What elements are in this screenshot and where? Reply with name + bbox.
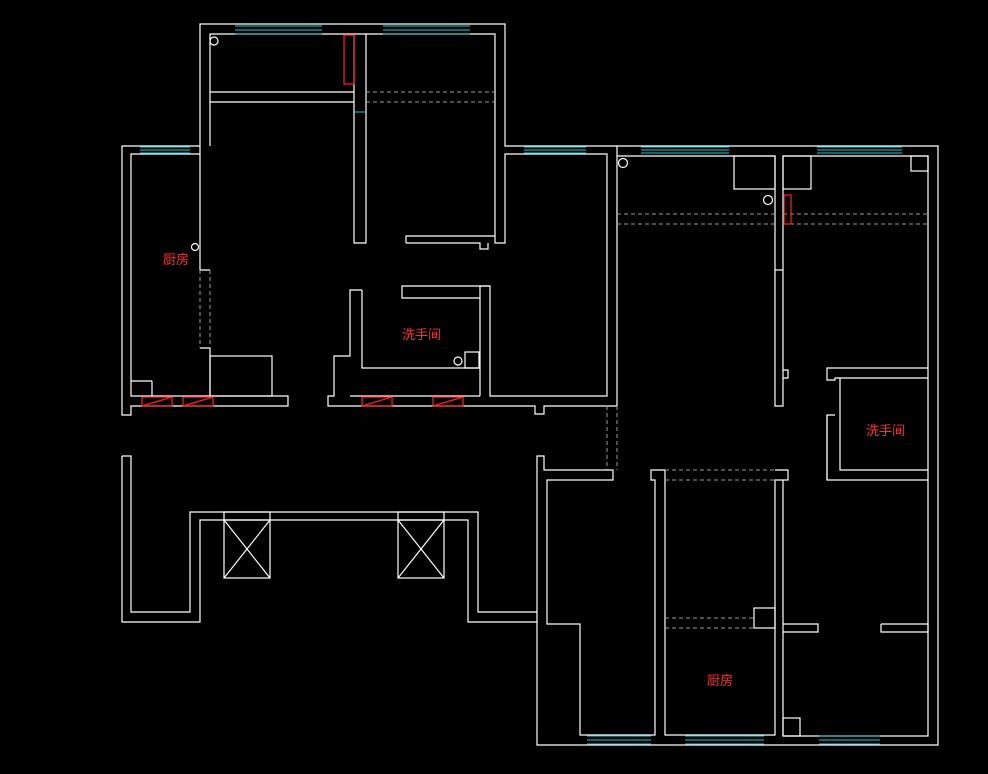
left-unit-red-marks bbox=[141, 34, 464, 407]
right-unit-red-marks bbox=[783, 194, 792, 225]
elevator-shafts bbox=[223, 519, 445, 579]
right-unit-walls bbox=[536, 145, 939, 746]
bathroom-left-label: 洗手间 bbox=[402, 328, 441, 343]
left-unit-walls bbox=[121, 23, 618, 623]
left-unit-windows bbox=[140, 25, 586, 154]
kitchen-right-label: 厨房 bbox=[707, 673, 733, 689]
bathroom-right-label: 洗手间 bbox=[866, 424, 905, 439]
right-unit-windows bbox=[587, 146, 902, 745]
left-unit-dashed bbox=[199, 91, 618, 470]
right-unit-dashed bbox=[617, 213, 928, 629]
kitchen-left-label: 厨房 bbox=[163, 252, 189, 268]
